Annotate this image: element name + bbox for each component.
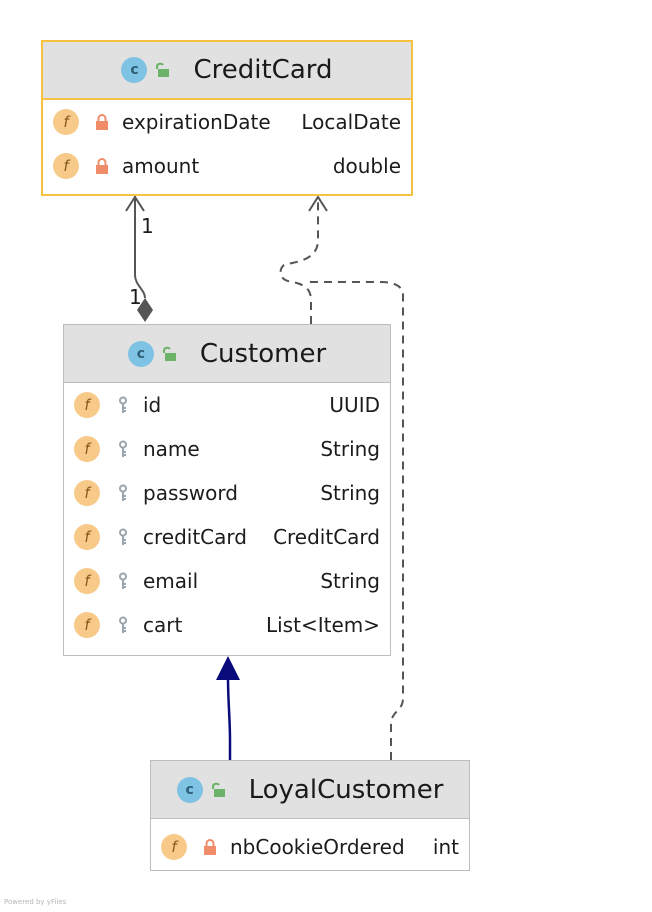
- source-multiplicity: 1: [129, 285, 142, 309]
- target-multiplicity: 1: [141, 214, 154, 238]
- dependency-arrow-head: [308, 195, 328, 212]
- class-icon: c: [121, 57, 148, 83]
- field-name: nbCookieOrdered: [230, 835, 405, 859]
- field-row[interactable]: f nbCookieOrdered int: [151, 825, 469, 869]
- field-icon: f: [161, 834, 187, 860]
- field-name: expirationDate: [122, 110, 271, 134]
- class-header: c Customer: [64, 325, 390, 383]
- class-icon: c: [127, 340, 154, 367]
- class-icon: c: [176, 776, 203, 803]
- field-name: creditCard: [143, 525, 247, 549]
- package-key-icon: [119, 396, 127, 413]
- field-icon: f: [74, 436, 100, 462]
- field-type: String: [320, 569, 380, 593]
- composition-diamond: [137, 298, 153, 322]
- package-key-icon: [119, 528, 127, 545]
- inheritance-arrow-head: [216, 656, 240, 680]
- field-name: cart: [143, 613, 183, 637]
- class-name: LoyalCustomer: [248, 774, 444, 805]
- field-name: amount: [122, 154, 200, 178]
- field-row[interactable]: f expirationDate LocalDate: [43, 100, 411, 144]
- field-row[interactable]: f name String: [64, 427, 390, 471]
- field-type: int: [432, 835, 459, 859]
- field-icon: f: [74, 568, 100, 594]
- dependency-line-loyal-customer: [306, 281, 404, 760]
- field-type: List<Item>: [265, 613, 380, 637]
- field-type: String: [320, 481, 380, 505]
- field-type: String: [320, 437, 380, 461]
- navigability-arrow-head: [125, 195, 145, 212]
- public-unlock-icon: [156, 62, 170, 77]
- field-icon: f: [74, 392, 100, 418]
- field-type: CreditCard: [273, 525, 380, 549]
- field-name: id: [143, 393, 162, 417]
- package-key-icon: [119, 616, 127, 633]
- package-key-icon: [119, 440, 127, 457]
- field-icon: f: [53, 153, 79, 179]
- field-row[interactable]: f creditCard CreditCard: [64, 515, 390, 559]
- public-unlock-icon: [211, 782, 225, 797]
- class-header: c LoyalCustomer: [151, 761, 469, 819]
- package-key-icon: [119, 572, 127, 589]
- field-row[interactable]: f amount double: [43, 144, 411, 188]
- public-unlock-icon: [162, 346, 176, 361]
- field-row[interactable]: f cart List<Item>: [64, 603, 390, 647]
- class-name: CreditCard: [193, 55, 333, 85]
- private-lock-icon: [204, 839, 216, 855]
- class-header: c CreditCard: [43, 42, 411, 100]
- field-icon: f: [74, 612, 100, 638]
- field-icon: f: [74, 524, 100, 550]
- class-loyal-customer[interactable]: c LoyalCustomer f nbCookieOrdered int: [150, 760, 470, 871]
- field-row[interactable]: f password String: [64, 471, 390, 515]
- field-icon: f: [74, 480, 100, 506]
- class-name: Customer: [199, 338, 327, 369]
- private-lock-icon: [96, 114, 108, 130]
- field-type: UUID: [329, 393, 380, 417]
- field-row[interactable]: f email String: [64, 559, 390, 603]
- field-name: email: [143, 569, 199, 593]
- dependency-line-customer: [279, 197, 319, 324]
- package-key-icon: [119, 484, 127, 501]
- field-name: name: [143, 437, 200, 461]
- field-type: double: [332, 154, 401, 178]
- field-icon: f: [53, 109, 79, 135]
- class-customer[interactable]: c Customer f id UUID f name String f pas…: [63, 324, 391, 656]
- class-credit-card[interactable]: c CreditCard f expirationDate LocalDate …: [41, 40, 413, 196]
- watermark: Powered by yFiles: [4, 898, 67, 906]
- field-row[interactable]: f id UUID: [64, 383, 390, 427]
- inheritance-line: [226, 677, 232, 760]
- private-lock-icon: [96, 158, 108, 174]
- composition-line: [134, 196, 146, 299]
- field-type: LocalDate: [301, 110, 401, 134]
- field-name: password: [143, 481, 238, 505]
